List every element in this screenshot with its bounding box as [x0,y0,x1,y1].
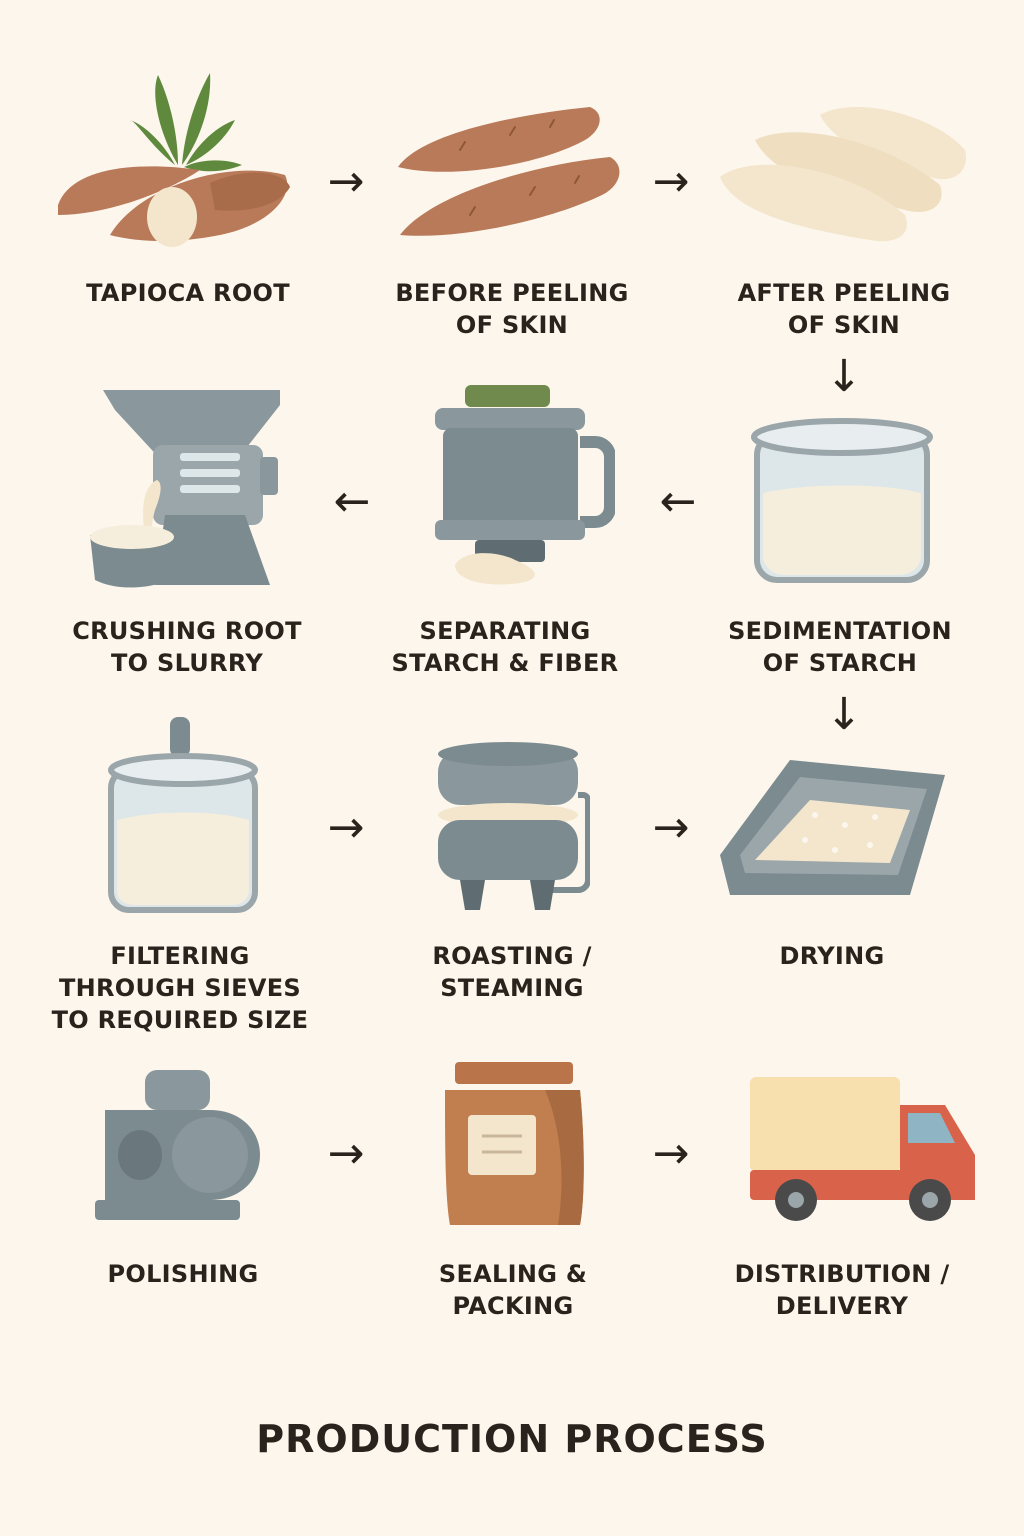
separator-machine-icon [435,385,615,585]
step-label-filtering: FILTERING THROUGH SIEVES TO REQUIRED SIZ… [51,942,309,1034]
step-label-sedimentation: SEDIMENTATION OF STARCH [728,617,952,677]
step-label-after-peeling: AFTER PEELING OF SKIN [737,279,951,339]
step-label-crushing: CRUSHING ROOT TO SLURRY [72,617,302,677]
arrow-left-icon: ← [659,476,697,527]
peeled-root-icon [720,107,966,242]
filter-container-icon [108,717,258,913]
delivery-truck-icon [750,1077,975,1221]
arrow-right-icon: → [327,156,365,207]
page-title: PRODUCTION PROCESS [256,1417,768,1461]
step-label-polishing: POLISHING [107,1260,259,1288]
arrow-down-icon: ↓ [825,689,863,740]
step-label-tapioca-root: TAPIOCA ROOT [86,279,290,307]
tapioca-root-icon [58,73,290,247]
drying-tray-icon [720,760,945,895]
step-label-drying: DRYING [779,942,885,970]
arrow-down-icon: ↓ [825,351,863,402]
arrow-right-icon: → [652,802,690,853]
sedimentation-tank-icon [751,418,933,583]
arrow-right-icon: → [327,1128,365,1179]
polishing-machine-icon [95,1070,260,1220]
arrow-right-icon: → [652,156,690,207]
step-label-distribution: DISTRIBUTION / DELIVERY [734,1260,950,1320]
step-label-before-peeling: BEFORE PEELING OF SKIN [395,279,629,339]
crusher-machine-icon [90,390,280,588]
step-label-separating: SEPARATING STARCH & FIBER [391,617,619,677]
arrow-right-icon: → [327,802,365,853]
roaster-machine-icon [438,742,590,910]
packing-bag-icon [445,1062,584,1225]
arrow-right-icon: → [652,1128,690,1179]
arrow-left-icon: ← [333,476,371,527]
step-label-roasting: ROASTING / STEAMING [432,942,592,1002]
unpeeled-root-icon [398,107,620,236]
step-label-sealing: SEALING & PACKING [438,1260,588,1320]
